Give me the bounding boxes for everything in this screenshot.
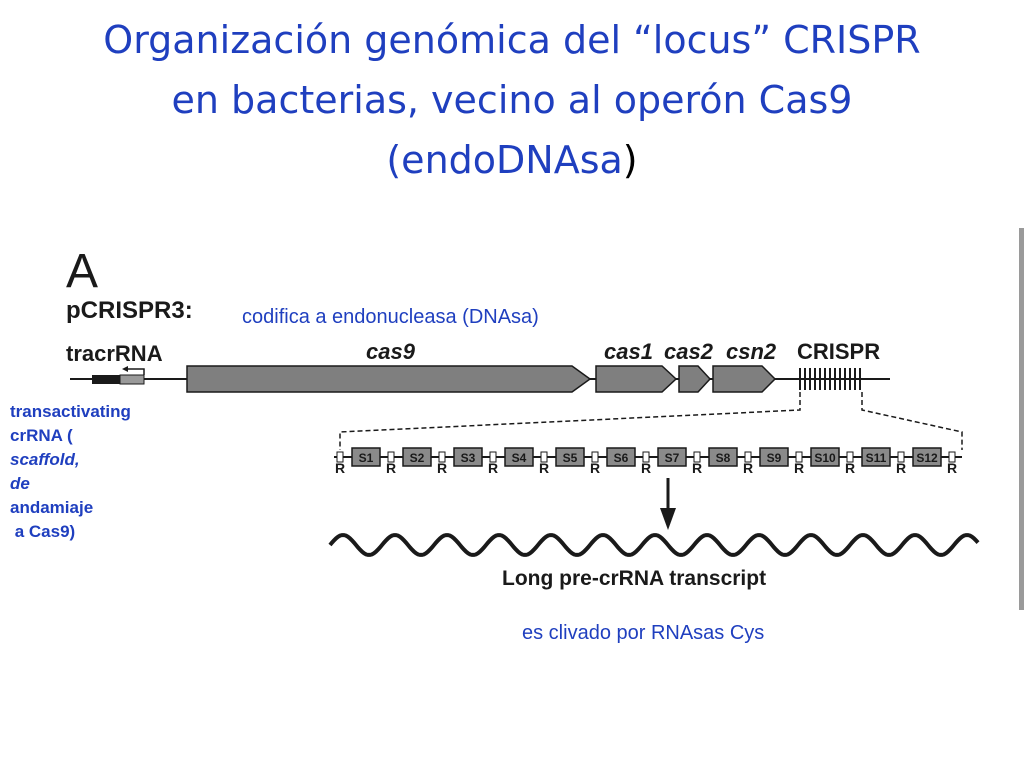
transcription-arrow-head bbox=[660, 508, 676, 530]
title-line-2: en bacterias, vecino al operón Cas9 bbox=[171, 78, 853, 122]
repeat-marker bbox=[387, 451, 395, 463]
spacer-label: S9 bbox=[767, 451, 782, 465]
cas1-gene-arrow bbox=[595, 365, 678, 393]
tracr-note-line-4: a Cas9) bbox=[10, 522, 76, 541]
tracr-note-line-3a: de bbox=[10, 474, 30, 493]
cas9-gene-arrow bbox=[186, 365, 592, 393]
cas1-label: cas1 bbox=[604, 339, 653, 364]
spacer-label: S11 bbox=[866, 451, 887, 465]
transcript-label: Long pre-crRNA transcript bbox=[502, 567, 766, 590]
repeat-label: R bbox=[437, 460, 447, 476]
repeat-marker bbox=[540, 451, 548, 463]
tracr-note-line-1: transactivating bbox=[10, 402, 131, 421]
csn2-gene-arrow bbox=[712, 365, 777, 393]
tracr-note-line-3b: andamiaje bbox=[10, 498, 94, 517]
spacer-label: S12 bbox=[916, 451, 938, 465]
spacer-box bbox=[861, 447, 891, 467]
spacer-label: S7 bbox=[665, 451, 680, 465]
spacer-box bbox=[810, 447, 840, 467]
cas2-label: cas2 bbox=[664, 339, 714, 364]
spacer-label: S10 bbox=[814, 451, 836, 465]
cleave-note: es clivado por RNAsas Cys bbox=[522, 622, 765, 644]
repeat-label: R bbox=[896, 460, 906, 476]
tracr-note-line-2a: crRNA ( bbox=[10, 426, 73, 445]
cas9-label: cas9 bbox=[366, 339, 416, 364]
zoom-line-left bbox=[339, 392, 801, 450]
title-close-paren: ) bbox=[622, 138, 638, 182]
spacer-box bbox=[708, 447, 738, 467]
repeat-label: R bbox=[590, 460, 600, 476]
title-line-3-text: (endoDNAsa bbox=[386, 138, 623, 182]
repeat-label: R bbox=[845, 460, 855, 476]
repeat-marker bbox=[795, 451, 803, 463]
repeat-marker bbox=[897, 451, 905, 463]
tracr-note-line-2: crRNA ( scaffold, bbox=[10, 424, 131, 472]
repeat-marker bbox=[948, 451, 956, 463]
repeat-marker bbox=[642, 451, 650, 463]
repeat-label: R bbox=[692, 460, 702, 476]
repeat-label: R bbox=[488, 460, 498, 476]
repeat-label: R bbox=[743, 460, 753, 476]
spacer-box bbox=[657, 447, 687, 467]
pre-crrna-wave bbox=[328, 533, 980, 557]
tracrrna-label: tracrRNA bbox=[66, 341, 163, 366]
repeat-label: R bbox=[947, 460, 957, 476]
spacer-label: S8 bbox=[716, 451, 731, 465]
repeat-marker bbox=[591, 451, 599, 463]
repeat-marker bbox=[693, 451, 701, 463]
slide-title: Organización genómica del “locus” CRISPR… bbox=[40, 10, 984, 190]
csn2-label: csn2 bbox=[726, 339, 777, 364]
crispr-array bbox=[799, 368, 861, 390]
spacer-label: S5 bbox=[563, 451, 578, 465]
spacer-box bbox=[912, 447, 942, 467]
spacer-box bbox=[759, 447, 789, 467]
repeat-label: R bbox=[539, 460, 549, 476]
cas9-note: codifica a endonucleasa (DNAsa) bbox=[242, 306, 539, 328]
spacer-label: S1 bbox=[359, 451, 374, 465]
tracr-note: transactivating crRNA ( scaffold, de anda… bbox=[10, 400, 131, 544]
repeat-label: R bbox=[794, 460, 804, 476]
repeat-marker bbox=[438, 451, 446, 463]
title-line-3: (endoDNAsa) bbox=[40, 130, 984, 190]
repeat-label: R bbox=[386, 460, 396, 476]
tracrrna-direction-arrow bbox=[128, 368, 145, 375]
spacer-label: S3 bbox=[461, 451, 476, 465]
repeat-marker bbox=[744, 451, 752, 463]
spacer-box bbox=[453, 447, 483, 467]
zoom-line-right bbox=[861, 392, 963, 450]
spacer-label: S6 bbox=[614, 451, 629, 465]
figure-edge-bar bbox=[1019, 228, 1024, 610]
panel-letter: A bbox=[66, 245, 98, 298]
spacer-label: S4 bbox=[512, 451, 527, 465]
tracrrna-block-dark bbox=[92, 375, 120, 384]
repeat-marker bbox=[489, 451, 497, 463]
spacer-box bbox=[351, 447, 381, 467]
cas2-gene-arrow bbox=[678, 365, 712, 393]
tracrrna-block-light bbox=[119, 374, 145, 385]
repeat-marker bbox=[336, 451, 344, 463]
spacer-box bbox=[402, 447, 432, 467]
title-line-1: Organización genómica del “locus” CRISPR bbox=[103, 18, 921, 62]
plasmid-label: pCRISPR3: bbox=[66, 297, 193, 324]
repeat-marker bbox=[846, 451, 854, 463]
spacer-box bbox=[504, 447, 534, 467]
repeat-label: R bbox=[641, 460, 651, 476]
spacer-label: S2 bbox=[410, 451, 425, 465]
repeat-label: R bbox=[335, 460, 345, 476]
spacer-box bbox=[606, 447, 636, 467]
tracr-note-line-2b: scaffold, bbox=[10, 450, 80, 469]
tracrrna-arrow-head bbox=[122, 366, 128, 372]
crispr-label: CRISPR bbox=[797, 339, 880, 364]
spacer-box bbox=[555, 447, 585, 467]
tracr-note-line-3: de andamiaje bbox=[10, 472, 131, 520]
